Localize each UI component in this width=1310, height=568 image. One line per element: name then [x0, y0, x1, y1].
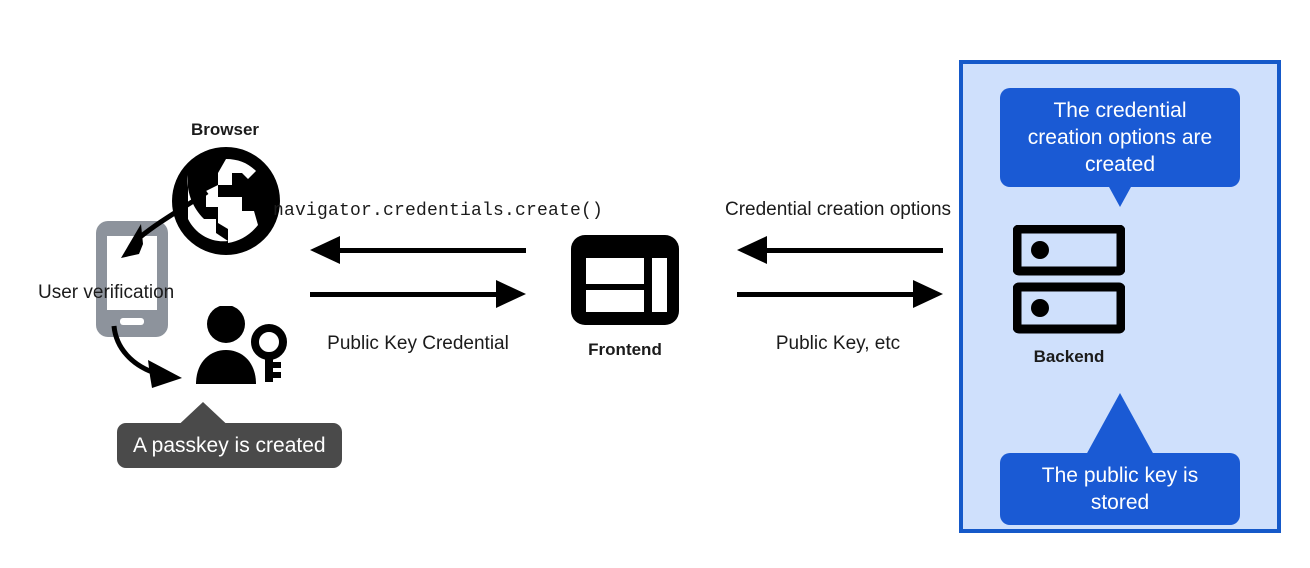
arrowhead-right-icon: [913, 280, 943, 308]
arrow-browser-frontend-top: [310, 236, 526, 264]
arrow-shaft: [310, 291, 504, 297]
device-to-passkey-arrow: [111, 325, 182, 388]
arrow-shaft: [737, 291, 921, 297]
arrow-shaft: [332, 247, 526, 253]
public-key-etc-label: Public Key, etc: [775, 333, 901, 354]
arrow-frontend-backend-bottom: [737, 280, 943, 308]
arrowhead-right-icon: [496, 280, 526, 308]
arrow-browser-frontend-bottom: [310, 280, 526, 308]
browser-to-device-arrow: [121, 189, 209, 258]
layout-dashboard-icon: [571, 235, 679, 325]
globe-icon: [172, 147, 280, 255]
browser-label: Browser: [190, 120, 260, 139]
public-key-credential-label: Public Key Credential: [327, 333, 509, 354]
server-rack-icon: [1013, 225, 1125, 334]
user-key-icon: [196, 306, 287, 384]
arrow-frontend-backend-top: [737, 236, 943, 264]
callout-credential-options: The credential creation options are crea…: [1000, 88, 1240, 187]
credential-creation-options-label: Credential creation options: [724, 199, 952, 220]
frontend-label: Frontend: [588, 340, 662, 359]
arrow-shaft: [759, 247, 943, 253]
callout-public-key-stored: The public key is stored: [1000, 453, 1240, 525]
navigator-create-label: navigator.credentials.create(): [272, 201, 604, 221]
backend-label: Backend: [1033, 347, 1105, 366]
callout-bottom-tail: [1086, 393, 1154, 455]
passkey-tooltip: A passkey is created: [117, 423, 342, 468]
user-verification-label: User verification: [38, 282, 175, 303]
